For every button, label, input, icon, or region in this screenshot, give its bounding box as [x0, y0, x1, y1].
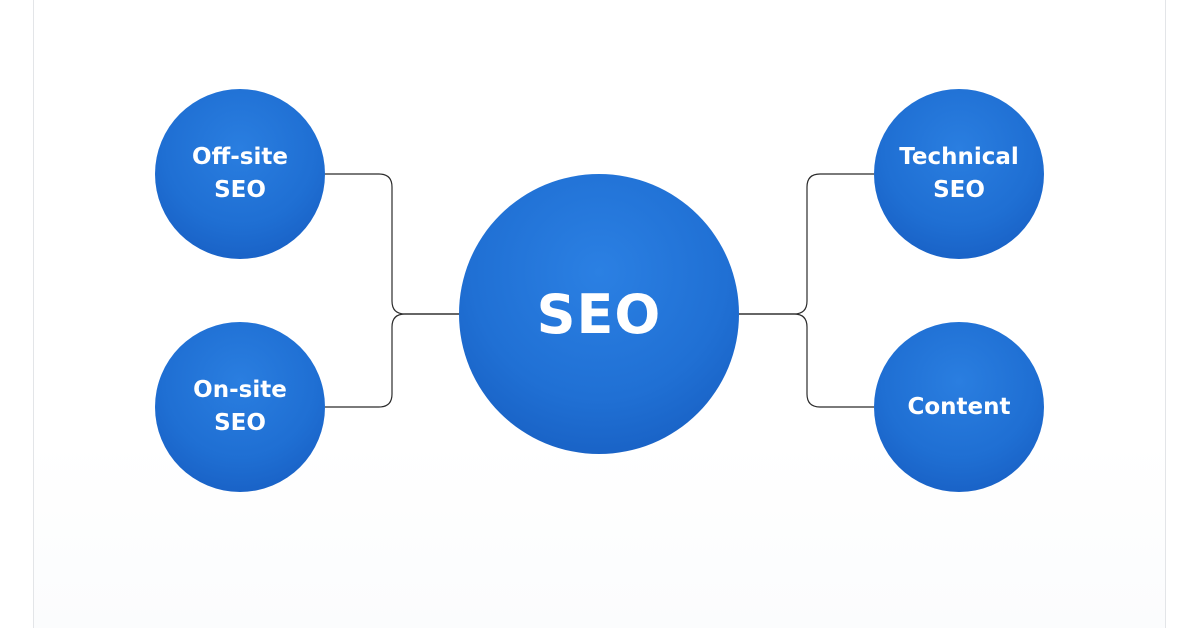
node-content-label: Content	[907, 393, 1011, 420]
node-onsite-seo: On-site SEO	[155, 322, 325, 492]
node-center-label: SEO	[536, 282, 662, 346]
connector-technical	[739, 173, 874, 315]
node-center-seo: SEO	[459, 174, 739, 454]
node-offsite-label: Off-site SEO	[192, 144, 288, 203]
node-technical-seo: Technical SEO	[874, 89, 1044, 259]
connector-offsite	[325, 173, 459, 315]
node-offsite-seo: Off-site SEO	[155, 89, 325, 259]
connector-content	[739, 313, 874, 408]
node-technical-label: Technical SEO	[899, 144, 1019, 203]
node-onsite-label: On-site SEO	[193, 377, 287, 436]
node-content: Content	[874, 322, 1044, 492]
connector-onsite	[325, 313, 459, 408]
